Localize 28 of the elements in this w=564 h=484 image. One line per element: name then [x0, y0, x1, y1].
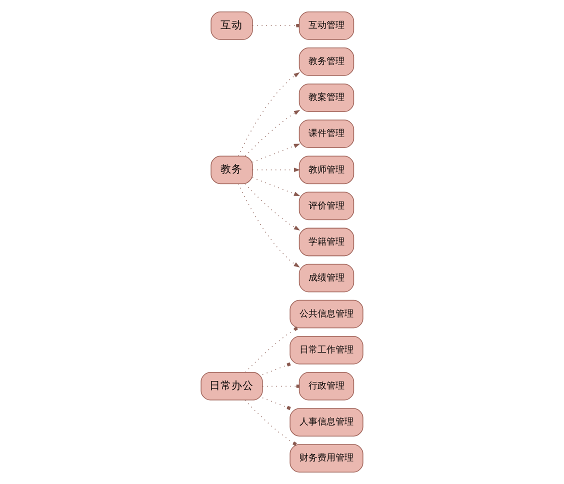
connector: [244, 400, 297, 446]
arrow: [244, 110, 300, 156]
node-box: 教务: [210, 156, 253, 184]
node-box: 互动管理: [298, 11, 354, 40]
arrow: [238, 72, 300, 156]
node-box: 财务费用管理: [290, 444, 364, 473]
node-box: 人事信息管理: [290, 408, 364, 436]
node-box: 学籍管理: [298, 228, 354, 256]
connector: [244, 326, 298, 373]
node-box: 评价管理: [298, 192, 354, 220]
connector: [262, 384, 300, 388]
node-box: 互动: [210, 11, 253, 40]
node-box: 成绩管理: [298, 264, 354, 292]
node-box: 教案管理: [298, 84, 354, 112]
arrow: [238, 183, 300, 268]
node-box: 教师管理: [298, 156, 354, 184]
node-box: 日常办公: [200, 372, 263, 400]
arrow: [252, 168, 300, 172]
arrow: [244, 183, 300, 231]
arrow: [252, 144, 300, 163]
connector: [262, 397, 291, 410]
connector: [262, 362, 291, 375]
node-box: 教务管理: [298, 48, 354, 76]
node-box: 行政管理: [298, 372, 354, 400]
node-box: 公共信息管理: [290, 300, 364, 328]
node-box: 日常工作管理: [290, 336, 364, 364]
arrow: [252, 177, 300, 196]
node-box: 课件管理: [298, 120, 354, 148]
